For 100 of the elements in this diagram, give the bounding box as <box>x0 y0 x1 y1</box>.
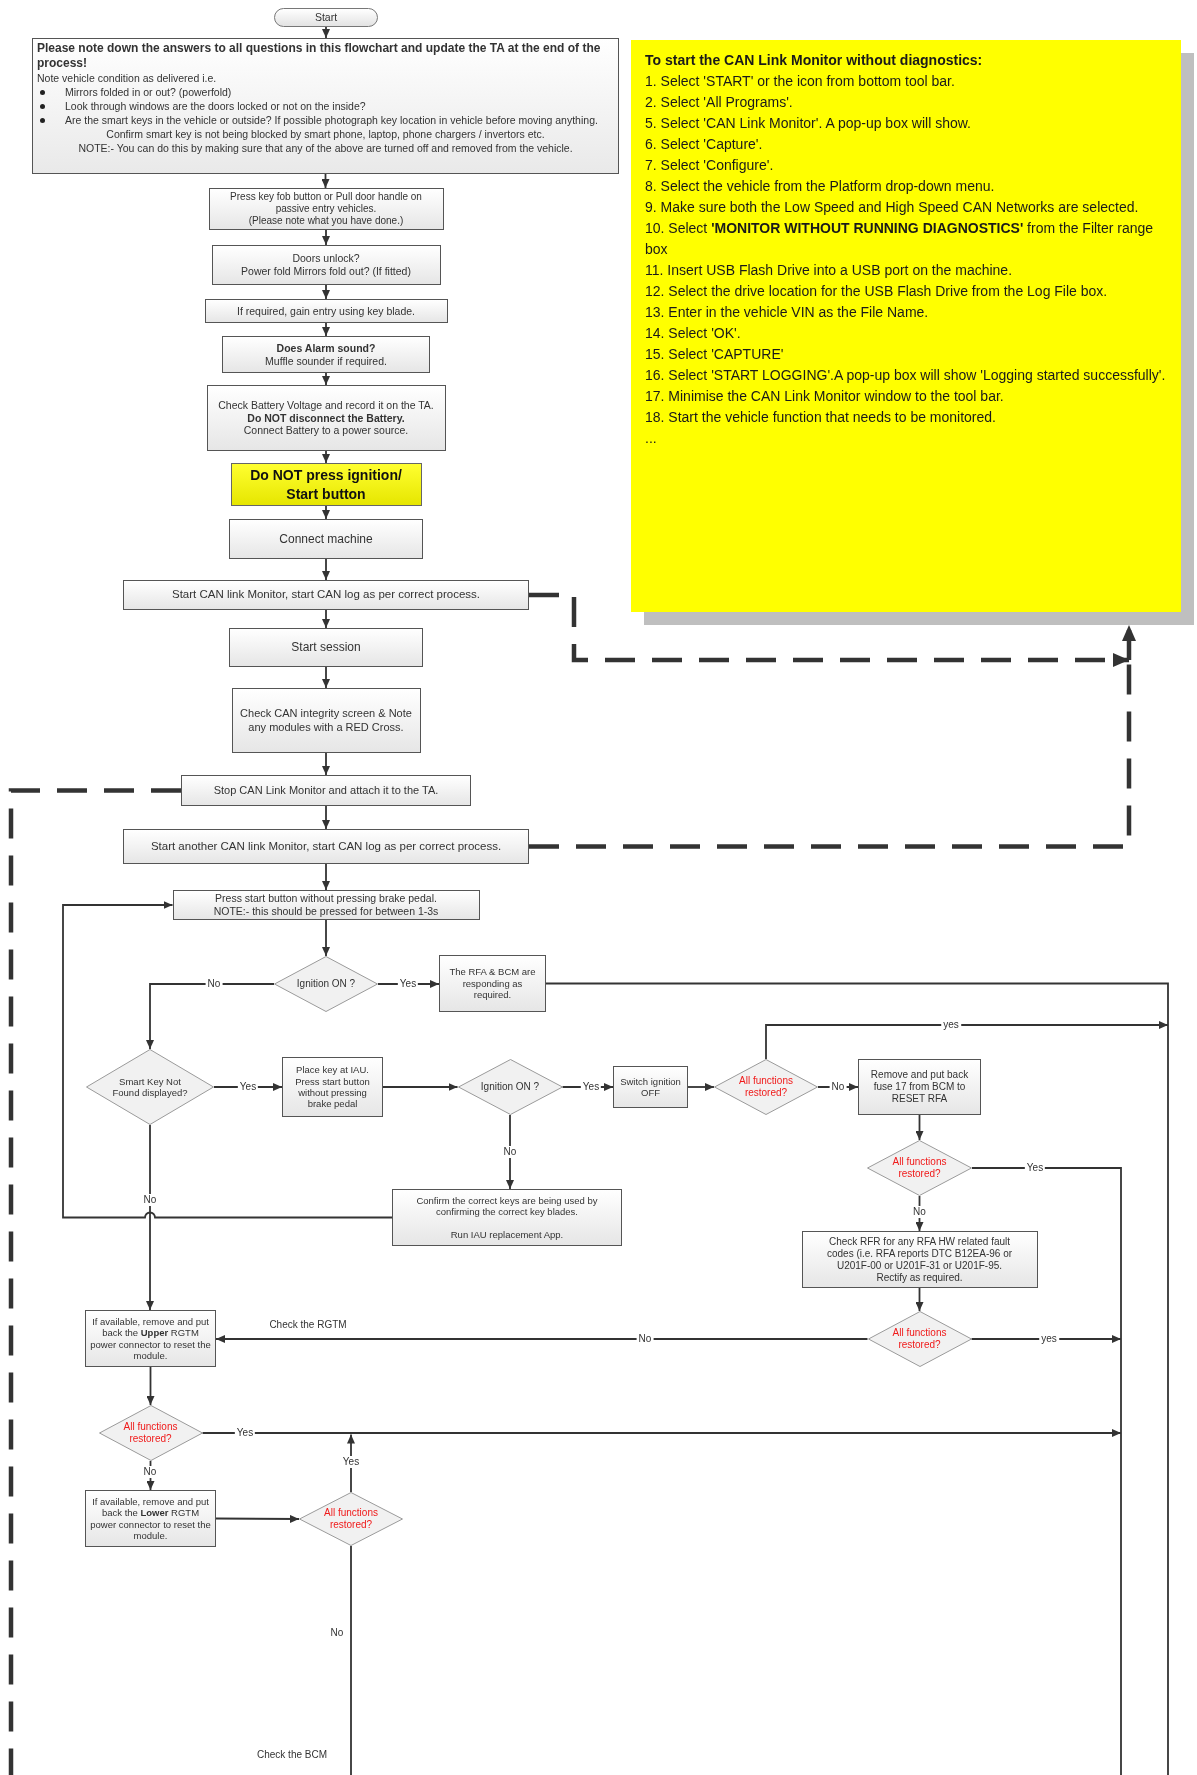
box-text: Do NOT disconnect the Battery. <box>247 411 405 425</box>
edge-label: Yes <box>1024 1162 1046 1174</box>
box-text: Stop CAN Link Monitor and attach it to the TA. <box>213 783 439 798</box>
edge-label: No <box>205 978 223 990</box>
process-box <box>229 628 423 667</box>
decision-diamond <box>457 1059 563 1115</box>
flow-arrow <box>765 1021 1169 1060</box>
box-text: Doors unlock? <box>292 252 360 265</box>
process-box <box>208 188 444 230</box>
flow-arrow <box>146 1366 155 1406</box>
connector-line <box>545 982 1169 1775</box>
decision-diamond <box>274 956 378 1012</box>
flow-arrow <box>322 322 330 337</box>
box-text: Start CAN link Monitor, start CAN log as per correct process. <box>171 588 480 602</box>
box-text: Press key fob button or Pull door handle on passive entry vehicles. <box>229 191 423 215</box>
flow-arrow <box>201 1429 1122 1437</box>
process-box <box>222 336 430 373</box>
process-box <box>204 299 448 323</box>
dashed-line <box>8 788 181 1775</box>
terminal-text: Start <box>314 11 338 24</box>
step-text: 1. Select 'START' or the icon from bottom tool bar. <box>645 72 955 91</box>
box-text: Start another CAN link Monitor, start CAN log as per correct process. <box>150 839 502 854</box>
flow-arrow <box>915 1287 924 1312</box>
edge-label: No <box>829 1081 847 1093</box>
flow-arrow <box>322 919 330 957</box>
note-text: Confirm smart key is not being blocked by smart phone, laptop, phone chargers / invertors etc. <box>106 127 545 141</box>
edge-label: No <box>141 1194 159 1206</box>
flow-arrow <box>322 26 330 39</box>
step-text: 14. Select 'OK'. <box>645 324 741 343</box>
dashed-arrow <box>1122 625 1136 660</box>
step-text: 2. Select 'All Programs'. <box>645 93 793 112</box>
process-box <box>211 245 441 285</box>
note-text: NOTE:- You can do this by making sure that any of the above are turned off and removed from the vehicle. <box>78 141 573 155</box>
box-text: Rectify as required. <box>876 1271 963 1284</box>
flow-arrow <box>215 1335 869 1343</box>
process-box <box>206 385 446 451</box>
flow-arrow <box>215 1514 300 1523</box>
flow-arrow <box>322 450 330 464</box>
bullet-text: Mirrors folded in or out? (powerfold) <box>65 85 232 99</box>
process-box <box>229 519 423 559</box>
bullet-text: Look through windows are the doors locked or not on the inside? <box>65 99 366 113</box>
box-text: NOTE:- this should be pressed for between 1-3s <box>213 905 439 918</box>
edge-label: Yes <box>237 1081 259 1093</box>
box-text: Muffle sounder if required. <box>265 354 387 368</box>
step-text: 8. Select the vehicle from the Platform drop-down menu. <box>645 177 995 196</box>
flow-arrow <box>915 1114 924 1141</box>
flow-arrow <box>970 1335 1122 1343</box>
step-text: 9. Make sure both the Low Speed and High Speed CAN Networks are selected. <box>645 198 1139 217</box>
edge-label: yes <box>1039 1333 1059 1345</box>
edge-label: No <box>328 1627 346 1639</box>
decision-text: All functions restored? <box>122 1421 179 1445</box>
flow-arrow <box>146 1460 155 1491</box>
step-text: 5. Select 'CAN Link Monitor'. A pop-up box will show. <box>645 114 971 133</box>
bullet-text: Are the smart keys in the vehicle or outside? If possible photograph key location in vehicle before moving anything. <box>65 113 598 127</box>
start-terminal <box>274 8 378 27</box>
step-text: 6. Select 'Capture'. <box>645 135 763 154</box>
box-text: Press start button without pressing brake pedal. <box>215 892 437 905</box>
box-text: If available, remove and put back the Lower RGTM power connector to reset the module. <box>90 1495 211 1542</box>
edge-label: Yes <box>234 1427 256 1439</box>
box-text: Check CAN integrity screen & Note any modules with a RED Cross. <box>239 707 413 734</box>
note-heading: Please note down the answers to all questions in this flowchart and update the TA at the end of the process! <box>37 41 602 71</box>
decision-text: Smart Key Not Found displayed? <box>111 1075 189 1099</box>
edge-label: yes <box>941 1019 961 1031</box>
process-box <box>858 1059 981 1115</box>
box-text: Switch ignition OFF <box>619 1075 682 1099</box>
edge-label: Yes <box>397 978 419 990</box>
flow-arrow <box>322 284 330 300</box>
dashed-arrow <box>529 592 1129 667</box>
decision-text: All functions restored? <box>738 1075 794 1099</box>
flow-arrow <box>322 752 330 776</box>
decision-diamond <box>714 1059 818 1115</box>
box-text: The RFA & BCM are responding as required. <box>448 966 537 1001</box>
step-text: 15. Select 'CAPTURE' <box>645 345 784 364</box>
flow-arrow <box>146 1124 154 1311</box>
process-box <box>613 1066 688 1108</box>
step-text: 7. Select 'Configure'. <box>645 156 774 175</box>
decision-diamond <box>86 1049 214 1125</box>
flow-arrow <box>347 1433 355 1493</box>
warning-box <box>230 463 422 506</box>
decision-text: Ignition ON ? <box>296 978 356 990</box>
step-text: 16. Select 'START LOGGING'.A pop-up box will show 'Logging started successfully'. <box>645 366 1166 385</box>
panel-heading: To start the CAN Link Monitor without diagnostics: <box>645 51 983 70</box>
process-box <box>282 1057 383 1117</box>
flow-arrow <box>322 609 330 629</box>
flow-arrow <box>321 173 330 189</box>
decision-text: All functions restored? <box>891 1156 948 1180</box>
connector-line <box>350 1545 352 1775</box>
process-box <box>801 1231 1038 1288</box>
flow-arrow <box>322 505 330 520</box>
flow-arrow <box>322 666 330 689</box>
box-text: Confirm the correct keys are being used by confirming the correct key blades. <box>415 1194 599 1218</box>
process-box <box>439 955 546 1012</box>
box-text: Connect Battery to a power source. <box>243 424 409 437</box>
flow-arrow <box>322 372 330 386</box>
box-text: Connect machine <box>279 531 373 547</box>
flow-arrow <box>377 980 440 988</box>
decision-diamond <box>867 1311 972 1367</box>
decision-diamond <box>299 1492 403 1546</box>
box-text: If available, remove and put back the Upper RGTM power connector to reset the module. <box>90 1315 211 1362</box>
step-text: 18. Start the vehicle function that needs to be monitored. <box>645 408 996 427</box>
